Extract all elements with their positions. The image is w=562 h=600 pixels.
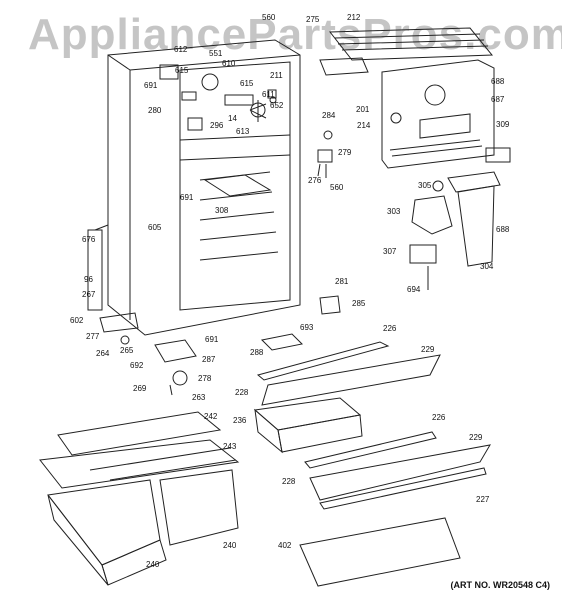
- part-label-277: 277: [86, 332, 100, 341]
- part-label-304: 304: [480, 262, 494, 271]
- part-label-228: 228: [282, 477, 296, 486]
- glass-shelf-lower: [304, 431, 491, 510]
- fresh-food-air-duct: [409, 171, 501, 290]
- part-label-211: 211: [270, 71, 283, 80]
- freezer-controls: [159, 64, 277, 131]
- part-label-560: 560: [262, 13, 276, 22]
- part-label-242: 242: [204, 412, 218, 421]
- part-label-615: 615: [175, 66, 189, 75]
- part-label-276: 276: [308, 176, 322, 185]
- part-label-691: 691: [144, 81, 158, 90]
- part-label-688: 688: [496, 225, 510, 234]
- part-label-305: 305: [418, 181, 432, 190]
- part-label-240: 240: [146, 560, 160, 569]
- part-label-281: 281: [335, 277, 349, 286]
- part-label-605: 605: [148, 223, 162, 232]
- part-label-14: 14: [228, 114, 237, 123]
- part-label-610: 610: [222, 59, 236, 68]
- part-label-212: 212: [347, 13, 361, 22]
- part-label-691: 691: [205, 335, 219, 344]
- part-label-96: 96: [84, 275, 93, 284]
- part-label-201: 201: [356, 105, 370, 114]
- part-callouts: 560 275 212 612 551 615 610 691 615 211 611 652 280 1…: [70, 13, 510, 569]
- part-label-243: 243: [223, 442, 237, 451]
- part-label-229: 229: [469, 433, 483, 442]
- part-label-613: 613: [236, 127, 250, 136]
- part-label-551: 551: [209, 49, 223, 58]
- part-label-240: 240: [223, 541, 237, 550]
- part-label-264: 264: [96, 349, 110, 358]
- top-grille: [319, 27, 494, 76]
- glass-shelf-upper: [256, 341, 441, 406]
- part-label-284: 284: [322, 111, 336, 120]
- part-label-309: 309: [496, 120, 510, 129]
- part-label-265: 265: [120, 346, 134, 355]
- part-label-226: 226: [383, 324, 397, 333]
- part-label-227: 227: [476, 495, 490, 504]
- part-label-652: 652: [270, 101, 284, 110]
- part-label-688: 688: [491, 77, 505, 86]
- part-label-694: 694: [407, 285, 421, 294]
- part-label-560: 560: [330, 183, 344, 192]
- part-label-229: 229: [421, 345, 435, 354]
- crisper-drawer: [253, 397, 363, 454]
- part-label-676: 676: [82, 235, 96, 244]
- art-number: (ART NO. WR20548 C4): [450, 580, 550, 590]
- part-label-228: 228: [235, 388, 249, 397]
- crisper-pans: [47, 469, 239, 586]
- part-label-267: 267: [82, 290, 96, 299]
- part-label-236: 236: [233, 416, 247, 425]
- part-label-402: 402: [278, 541, 292, 550]
- cabinet-lower-hardware: [99, 295, 341, 396]
- part-label-278: 278: [198, 374, 212, 383]
- part-label-279: 279: [338, 148, 352, 157]
- part-label-692: 692: [130, 361, 144, 370]
- part-label-269: 269: [133, 384, 147, 393]
- part-label-691: 691: [180, 193, 194, 202]
- part-label-296: 296: [210, 121, 224, 130]
- part-label-214: 214: [357, 121, 371, 130]
- part-label-263: 263: [192, 393, 206, 402]
- part-label-611: 611: [262, 90, 275, 99]
- part-label-287: 287: [202, 355, 216, 364]
- part-label-687: 687: [491, 95, 505, 104]
- part-label-693: 693: [300, 323, 314, 332]
- part-label-308: 308: [215, 206, 229, 215]
- crisper-cover: [39, 411, 240, 489]
- part-label-612: 612: [174, 45, 188, 54]
- cabinet-outline: [87, 39, 301, 336]
- part-label-285: 285: [352, 299, 366, 308]
- part-label-615: 615: [240, 79, 254, 88]
- rear-air-duct-panel: [381, 59, 511, 169]
- part-label-275: 275: [306, 15, 320, 24]
- part-label-280: 280: [148, 106, 162, 115]
- hinge-and-fasteners: [317, 130, 333, 178]
- part-label-288: 288: [250, 348, 264, 357]
- part-label-602: 602: [70, 316, 84, 325]
- part-label-307: 307: [383, 247, 397, 256]
- part-label-226: 226: [432, 413, 446, 422]
- shelf-frame: [299, 517, 461, 587]
- part-label-303: 303: [387, 207, 401, 216]
